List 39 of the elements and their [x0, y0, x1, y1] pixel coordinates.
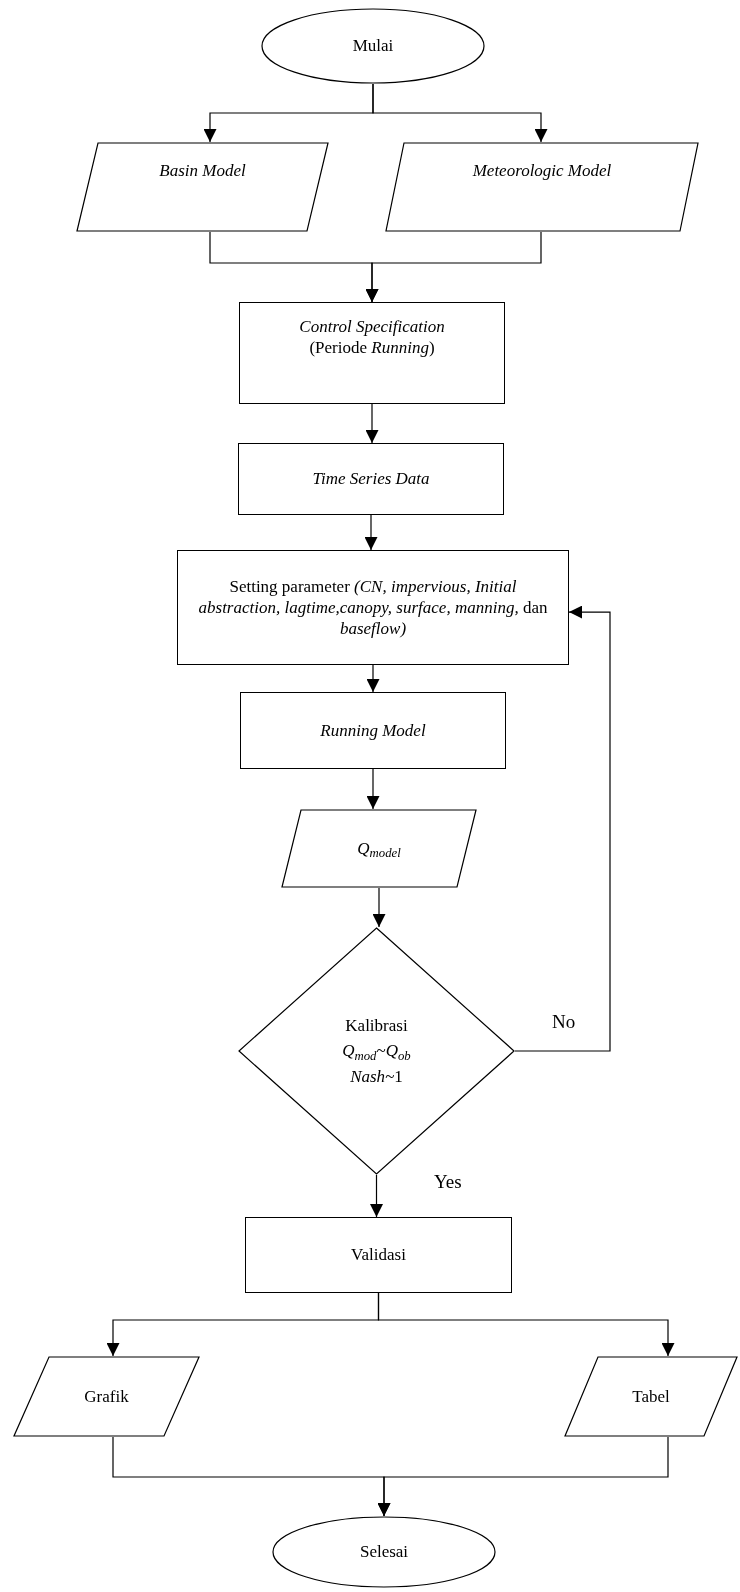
step-label: Setting parameter (CN, impervious, Initial abstraction, lagtime,canopy, surface, manning, dan baseflow) [198, 575, 548, 640]
step-label: Grafik [84, 1385, 129, 1408]
step-label: Q$_{model}$ [357, 837, 401, 860]
step-label: Validasi [351, 1244, 406, 1266]
process-box [239, 302, 505, 404]
arrow [372, 83, 548, 143]
step-label: Nash~1 [350, 1065, 403, 1087]
step-label: Basin Model [159, 160, 246, 182]
arrow [377, 1292, 675, 1357]
process-box [240, 692, 506, 769]
arrow [365, 403, 379, 444]
step-label: Time Series Data [312, 468, 430, 490]
input-output-parallelogram [13, 1356, 200, 1437]
input-output-parallelogram [385, 142, 699, 232]
arrow [364, 514, 378, 551]
step-label: Q$_{mod}$~Q$_{ob}$ [342, 1040, 411, 1062]
input-output-parallelogram [281, 809, 477, 888]
arrow [514, 605, 611, 1052]
process-box [245, 1217, 512, 1293]
arrow [372, 887, 386, 928]
step-label: Kalibrasi [345, 1015, 408, 1037]
step-label: Meteorologic Model [472, 160, 612, 182]
step-label: Selesai [359, 1541, 409, 1563]
terminal-ellipse [261, 8, 485, 84]
input-output-parallelogram [564, 1356, 738, 1437]
step-label: Running Model [320, 719, 426, 742]
arrow [370, 1174, 383, 1218]
process-box [238, 443, 504, 515]
decision-diamond [238, 927, 515, 1175]
terminal-ellipse [272, 1516, 496, 1588]
step-label: Control Specification (Periode Running) [298, 315, 446, 359]
input-output-parallelogram [76, 142, 329, 232]
arrow [365, 231, 542, 303]
arrow [366, 768, 380, 810]
arrow [377, 1436, 669, 1517]
arrow [366, 664, 380, 693]
process-box [177, 550, 569, 665]
step-label: Tabel [632, 1385, 670, 1408]
step-label: Mulai [352, 35, 394, 57]
